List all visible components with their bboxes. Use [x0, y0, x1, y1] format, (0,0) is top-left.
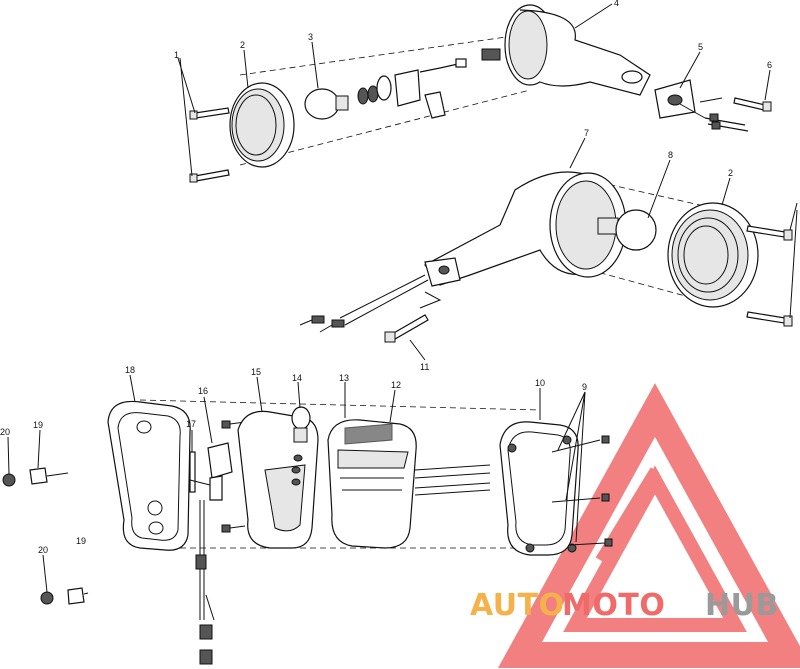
callout-9: 9: [582, 382, 587, 392]
tail-light-assembly: [2, 399, 613, 665]
nut-part-20-top: [2, 473, 16, 487]
lens-part-2-lower: [667, 202, 759, 308]
bulb-part-3-upper: [304, 88, 349, 120]
screws-part-15-bottom: [221, 524, 246, 533]
watermark-text: AUTO MOTO HUB: [470, 588, 779, 623]
bolt-part-11: [384, 314, 429, 343]
callout-11: 11: [420, 362, 429, 372]
nut-part-20-bottom: [40, 591, 54, 605]
clip-part-19-top: [29, 467, 69, 485]
clip-part-19-bottom: [67, 587, 89, 605]
base-part-15: [237, 410, 319, 549]
watermark-hub: HUB: [705, 588, 779, 623]
middle-signal-assembly: [299, 171, 793, 343]
callout-5: 5: [698, 42, 703, 52]
housing-part-4-upper: [504, 4, 651, 96]
callout-6: 6: [767, 60, 772, 70]
callout-18: 18: [125, 365, 135, 375]
callout-3: 3: [308, 32, 313, 42]
callout-labels: 1 2 3 4 5 6 7 8 2 11 18 15 14 13 12 10 9…: [0, 0, 772, 555]
lens-part-2-upper: [229, 82, 295, 168]
callout-10: 10: [535, 378, 545, 388]
callout-8: 8: [668, 150, 673, 160]
socket-parts-upper: [357, 48, 501, 119]
callout-12: 12: [391, 380, 401, 390]
screw-pair-right: [746, 225, 793, 327]
screw-part-1-bottom: [189, 169, 230, 183]
callout-1: 1: [174, 50, 179, 60]
cover-part-10: [499, 421, 579, 556]
lens-part-12: [344, 423, 393, 445]
callout-2-upper: 2: [240, 40, 245, 50]
gasket-part-18: [107, 400, 191, 551]
callout-19-top: 19: [33, 420, 43, 430]
watermark-moto: MOTO: [562, 588, 665, 623]
callout-7: 7: [584, 128, 589, 138]
callout-16: 16: [198, 386, 208, 396]
connector-pins-upper: [704, 113, 749, 132]
bulb-part-8: [597, 209, 657, 251]
callout-20-bottom: 20: [38, 545, 48, 555]
callout-14: 14: [292, 373, 302, 383]
socket-wire-part-17: [189, 451, 215, 665]
watermark-auto: AUTO: [470, 588, 565, 623]
wire-strip-tail: [414, 464, 491, 496]
bolt-part-6: [733, 97, 772, 112]
screw-part-1-top: [189, 107, 230, 120]
housing-part-13: [327, 419, 417, 549]
callout-20-top: 20: [0, 427, 10, 437]
bracket-part-16: [207, 442, 233, 501]
callout-13: 13: [339, 373, 349, 383]
callout-19-bottom: 19: [76, 536, 86, 546]
bulb-part-14: [291, 406, 311, 486]
upper-signal-assembly: [189, 4, 772, 183]
callout-15: 15: [251, 367, 261, 377]
wire-lead-lower: [299, 274, 429, 333]
callout-17: 17: [186, 419, 196, 429]
housing-part-7: [424, 171, 627, 287]
callout-4: 4: [614, 0, 619, 8]
mount-part-5: [654, 79, 749, 132]
leader-lines: [7, 3, 798, 593]
callout-2-lower: 2: [728, 168, 733, 178]
